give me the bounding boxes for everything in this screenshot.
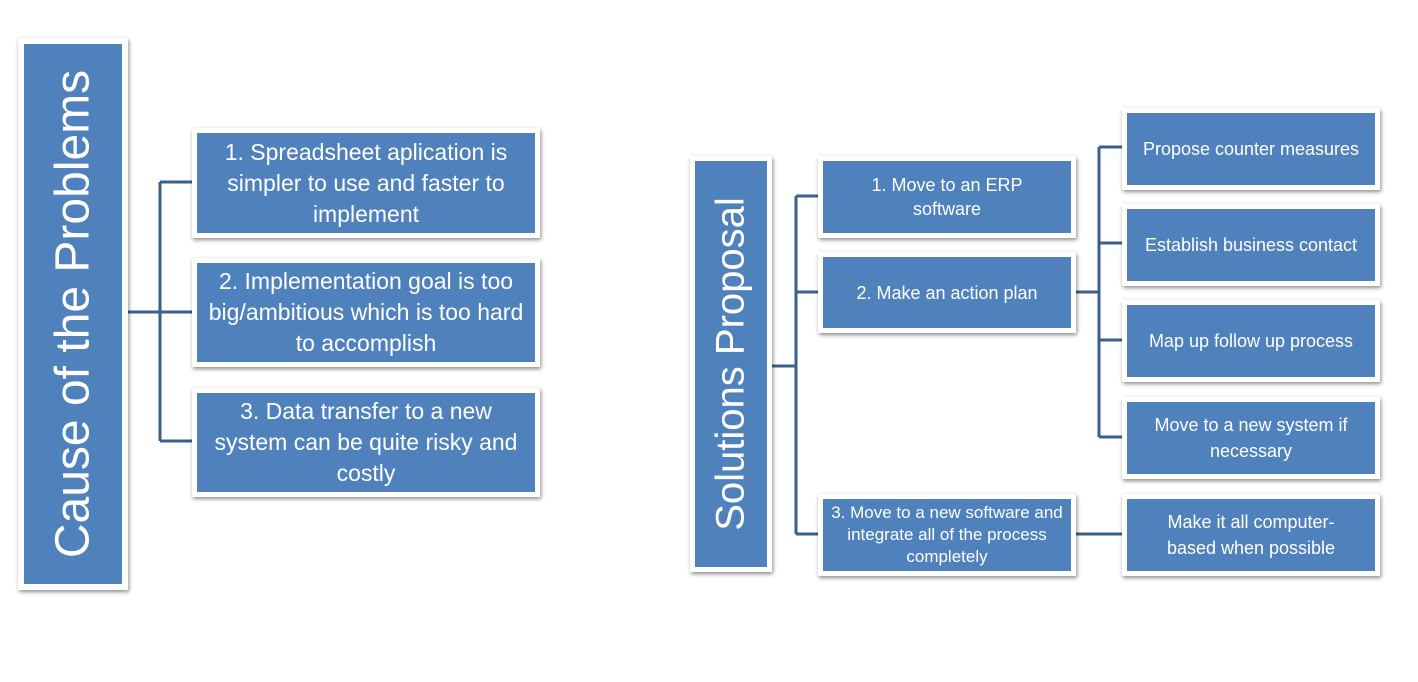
step-1-box: Propose counter measures: [1127, 113, 1375, 185]
cause-2-box: 2. Implementation goal is too big/ambiti…: [197, 263, 535, 362]
cause-title-box: Cause of the Problems: [24, 44, 122, 584]
solution-1-text: 1. Move to an ERP software: [871, 175, 1023, 219]
solution-1-box: 1. Move to an ERP software: [823, 161, 1071, 233]
cause-3-box: 3. Data transfer to a new system can be …: [197, 393, 535, 492]
step-3-text: Map up follow up process: [1148, 331, 1354, 351]
cause-1-text: 1. Spreadsheet aplication is simpler to …: [224, 138, 508, 227]
solution-2-text: 2. Make an action plan: [856, 282, 1038, 303]
solutions-title: Solutions Proposal: [708, 197, 753, 531]
step-2-text: Establish business contact: [1144, 235, 1358, 255]
step-2-box: Establish business contact: [1127, 209, 1375, 281]
solution-2-box: 2. Make an action plan: [823, 257, 1071, 328]
cause-2-text: 2. Implementation goal is too big/ambiti…: [208, 268, 524, 356]
step-3-box: Map up follow up process: [1127, 305, 1375, 377]
step-4-text: Move to a new system if necessary: [1154, 415, 1348, 461]
solutions-title-box: Solutions Proposal: [695, 161, 767, 567]
step-1-text: Propose counter measures: [1142, 139, 1360, 159]
software-step-box: Make it all computer-based when possible: [1127, 499, 1375, 571]
cause-1-box: 1. Spreadsheet aplication is simpler to …: [197, 133, 535, 233]
step-4-box: Move to a new system if necessary: [1127, 402, 1375, 474]
solution-3-text: 3. Move to a new software and integrate …: [831, 503, 1063, 566]
cause-3-text: 3. Data transfer to a new system can be …: [214, 398, 518, 486]
software-step-text: Make it all computer-based when possible: [1166, 512, 1336, 558]
cause-title: Cause of the Problems: [46, 69, 100, 559]
solution-3-box: 3. Move to a new software and integrate …: [823, 499, 1071, 571]
